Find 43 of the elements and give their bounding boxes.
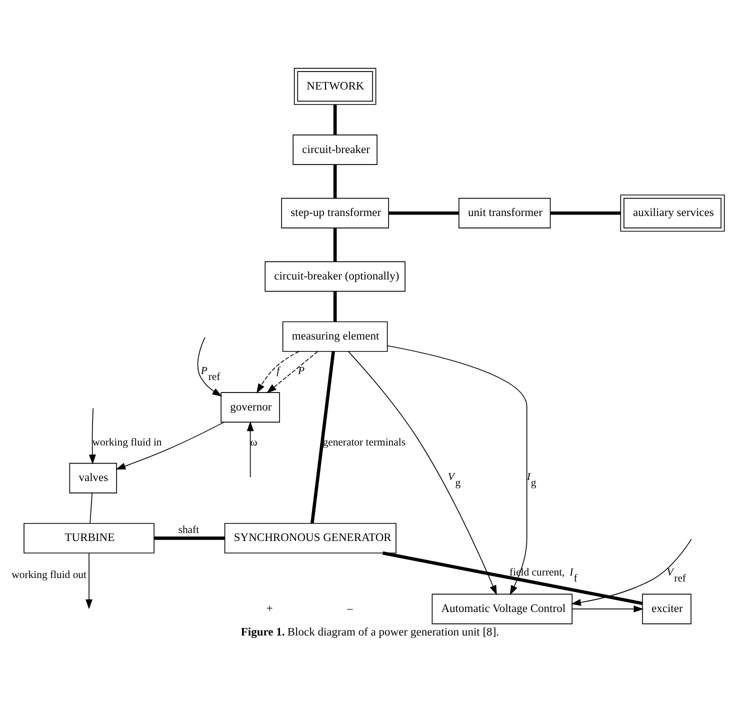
node-box: Automatic Voltage Control <box>432 593 572 624</box>
node-box: governor <box>220 392 280 422</box>
arrow <box>88 407 96 464</box>
connector <box>333 290 337 322</box>
node-box: circuit-breaker <box>292 134 378 164</box>
label: + <box>266 602 273 615</box>
arrow <box>256 350 300 394</box>
connector <box>310 350 335 524</box>
node-box: unit transformer <box>458 197 551 228</box>
connector <box>154 536 225 540</box>
arrow <box>86 552 92 609</box>
arrow <box>197 336 222 396</box>
edge-label: working fluid in <box>92 436 162 448</box>
arrow <box>387 344 528 595</box>
node-box: exciter <box>642 593 692 624</box>
edge-label: f <box>276 364 280 376</box>
node-box: step-up transformer <box>281 197 389 228</box>
connector <box>333 104 337 134</box>
caption: Figure 1. Block diagram of a power generation unit [8]. <box>240 626 500 638</box>
node-box: valves <box>69 462 117 493</box>
connector <box>90 492 93 524</box>
connector <box>333 227 337 261</box>
edge-label: working fluid out <box>12 568 86 580</box>
arrow <box>571 538 692 606</box>
node-box: auxiliary services <box>620 194 725 232</box>
connector <box>550 210 621 214</box>
node-box: TURBINE <box>24 522 154 553</box>
arrow <box>246 420 254 478</box>
edge-label: shaft <box>178 523 200 536</box>
edge-label: ω <box>250 436 258 448</box>
node-box: circuit-breaker (optionally) <box>264 260 406 292</box>
arrow <box>266 350 318 393</box>
label: – <box>347 602 353 615</box>
node-box: SYNCHRONOUS GENERATOR <box>224 522 396 553</box>
edge-label: P <box>298 364 305 376</box>
node-box: NETWORK <box>294 67 376 104</box>
arrow <box>348 350 497 595</box>
arrow <box>572 605 644 612</box>
connector <box>382 550 643 605</box>
node-box: measuring element <box>282 320 388 352</box>
connector <box>333 164 337 198</box>
connector <box>388 210 459 214</box>
arrow <box>116 421 224 470</box>
